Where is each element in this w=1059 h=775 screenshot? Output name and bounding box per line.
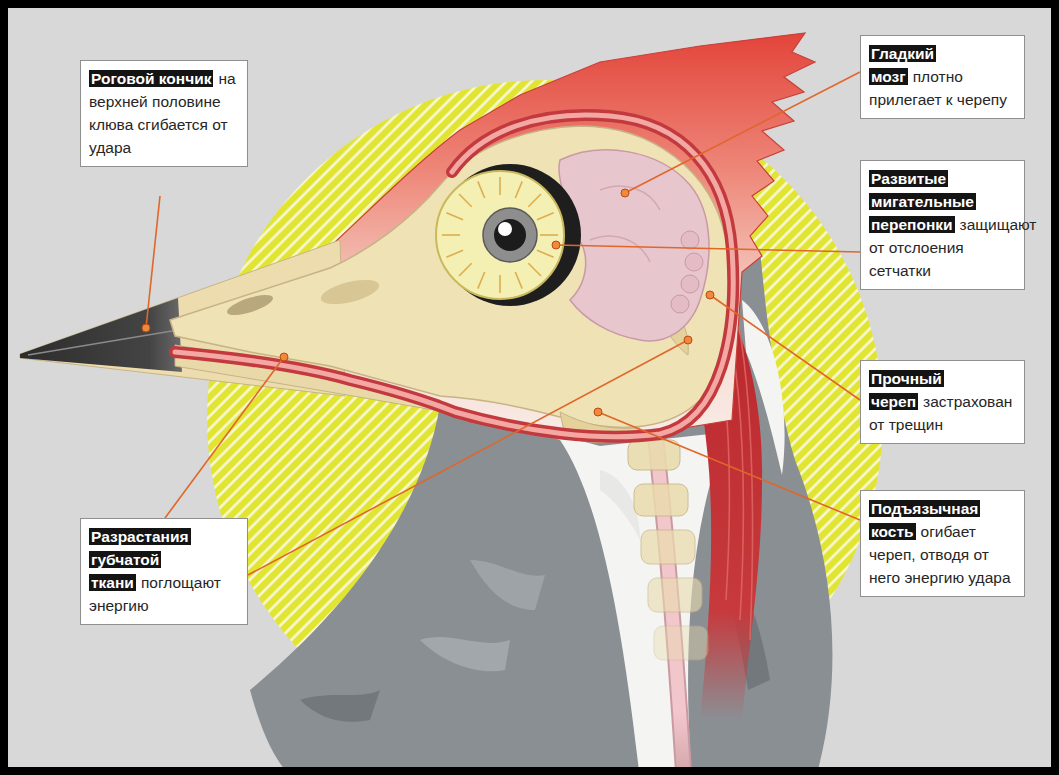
callout-box: Разрастания губчатой тканипоглощают энер… bbox=[80, 518, 248, 625]
hyoid-bone bbox=[175, 115, 733, 437]
leader-line bbox=[146, 196, 160, 328]
leader-line bbox=[710, 295, 860, 400]
horn-tip bbox=[20, 298, 182, 372]
skull-window bbox=[318, 275, 381, 309]
brain-fold bbox=[590, 186, 660, 262]
hyoid-bone-core bbox=[175, 115, 733, 437]
leader-line bbox=[556, 245, 860, 252]
pupil-rim bbox=[483, 208, 537, 262]
feather-streak bbox=[300, 690, 380, 722]
leader-line bbox=[165, 357, 284, 518]
leader-dot bbox=[684, 336, 692, 344]
leader-dot bbox=[552, 241, 560, 249]
cerebellum-fold bbox=[671, 295, 689, 313]
vertebra bbox=[648, 578, 702, 612]
leader-dots bbox=[142, 189, 714, 416]
iris-rays bbox=[442, 177, 558, 293]
vertebra bbox=[634, 484, 688, 516]
eye-highlight bbox=[498, 222, 512, 236]
vertebra bbox=[641, 530, 695, 564]
leader-dot bbox=[706, 291, 714, 299]
cerebellum-fold bbox=[681, 231, 699, 249]
leader-lines bbox=[146, 72, 860, 575]
leader-dot bbox=[621, 189, 629, 197]
callout-box: Роговой кончикна верхней половине клюва … bbox=[80, 60, 248, 167]
callout-heading: Роговой кончик bbox=[89, 70, 213, 87]
vertebra bbox=[654, 626, 708, 660]
leader-dot bbox=[594, 408, 602, 416]
callout-box: Подъязычная костьогибает череп, отводя о… bbox=[860, 490, 1025, 597]
feather-streak bbox=[470, 560, 545, 610]
pupil bbox=[494, 219, 526, 251]
feather-streak bbox=[420, 637, 510, 671]
leader-dot bbox=[280, 353, 288, 361]
nostril bbox=[225, 291, 275, 319]
callout-box: Развитые мигательные перепонкизащищают о… bbox=[860, 160, 1025, 290]
cerebellum-fold bbox=[681, 275, 699, 293]
iris bbox=[436, 171, 564, 299]
leader-line bbox=[248, 340, 688, 575]
leader-line bbox=[598, 412, 860, 520]
vertebra bbox=[628, 440, 680, 470]
callout-box: Гладкий мозгплотно прилегает к черепу bbox=[860, 35, 1025, 119]
cerebellum-fold bbox=[685, 253, 703, 271]
callout-box: Прочный черепзастрахован от трещин bbox=[860, 360, 1025, 444]
horn-tip-edge bbox=[28, 330, 178, 355]
leader-dot bbox=[142, 324, 150, 332]
leader-line bbox=[625, 72, 860, 193]
